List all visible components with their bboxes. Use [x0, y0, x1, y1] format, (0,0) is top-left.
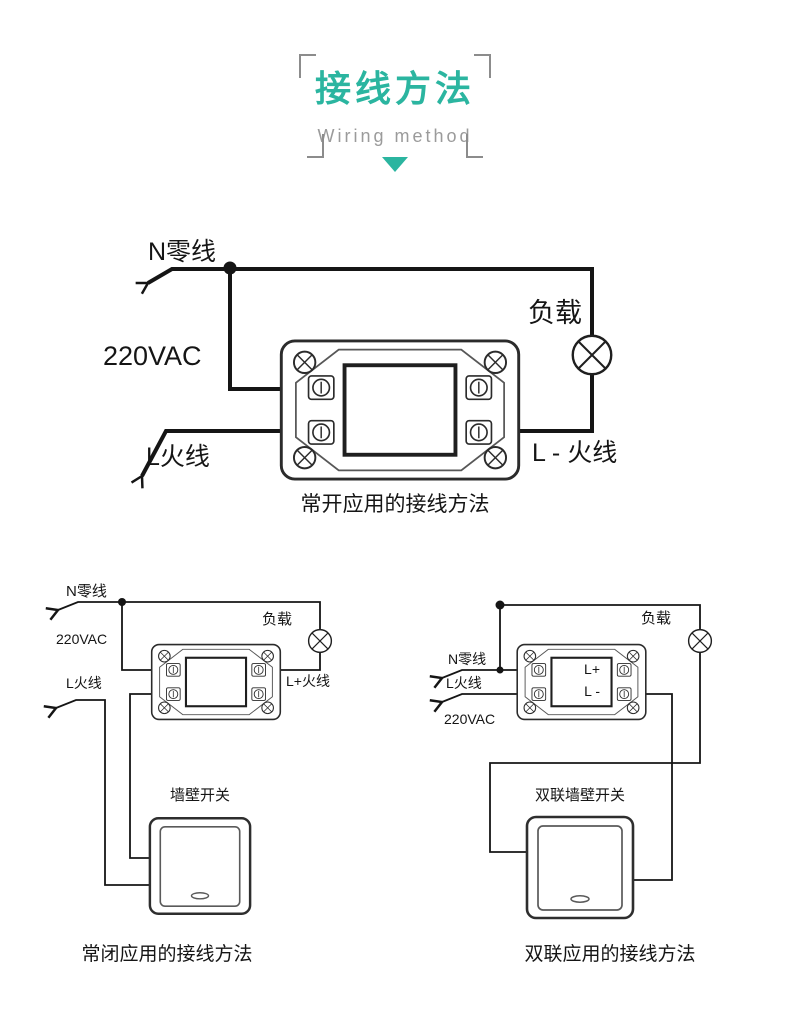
wires-normally-closed: [43, 601, 321, 886]
neutral-label: N零线: [66, 583, 107, 600]
lamp-icon: [687, 628, 713, 654]
decor-bracket-top-right: [474, 54, 491, 78]
diagram-normally-open: N零线 220VAC L火线 负载 L - 火线 常开应用的接线方法: [103, 238, 617, 516]
switch-label: 双联墙壁开关: [535, 787, 625, 804]
terminal-plus-label: L+: [584, 661, 600, 677]
junction-dot: [223, 261, 237, 275]
voltage-label: 220VAC: [56, 631, 107, 647]
junction-dot: [118, 598, 126, 606]
junction-dot-neutral: [496, 666, 504, 674]
terminal-minus-label: L -: [584, 683, 600, 699]
decor-bracket-bottom-right: [466, 134, 483, 158]
wire-relay-to-switch: [625, 693, 673, 881]
wire-live-to-switch: [43, 699, 160, 886]
page-title: 接线方法: [314, 68, 475, 109]
caption-normally-open: 常开应用的接线方法: [301, 493, 490, 516]
live-label: L火线: [446, 675, 482, 691]
diagram-dual-switch: 负载 N零线 L火线 220VAC L+ L - 双联墙壁开关 双联应用的接线方…: [429, 600, 713, 965]
load-label: 负载: [641, 610, 671, 627]
relay-module: [516, 643, 647, 721]
header-frame: 接线方法 Wiring method: [291, 54, 499, 174]
wire-neutral-top: [500, 604, 701, 630]
wall-switch: [148, 816, 252, 916]
load-label: 负载: [528, 298, 582, 328]
wire-neutral: [45, 601, 321, 630]
neutral-label: N零线: [148, 238, 216, 266]
live-out-label: L+火线: [286, 673, 330, 689]
relay-module: [150, 643, 282, 721]
diagram-normally-closed: N零线 220VAC L火线 负载 L+火线 墙壁开关 常闭应用的接线方法: [43, 583, 333, 965]
neutral-label: N零线: [448, 651, 486, 667]
page-subtitle: Wiring method: [317, 126, 473, 146]
dual-wall-switch: [525, 815, 635, 920]
caption-normally-closed: 常闭应用的接线方法: [81, 943, 252, 965]
switch-label: 墙壁开关: [170, 787, 230, 804]
decor-bracket-top-left: [298, 54, 316, 78]
lamp-icon: [571, 334, 613, 376]
load-label: 负载: [262, 611, 292, 628]
voltage-label: 220VAC: [103, 341, 202, 371]
wire-neutral: [135, 267, 594, 337]
wire-live: [130, 429, 330, 489]
lamp-icon: [307, 628, 333, 654]
relay-module: [279, 338, 521, 482]
voltage-label: 220VAC: [444, 711, 495, 727]
live-out-label: L - 火线: [532, 439, 617, 467]
wire-lamp-to-switch: [489, 653, 701, 853]
down-triangle-icon: [381, 157, 408, 172]
caption-dual-switch: 双联应用的接线方法: [524, 943, 695, 965]
junction-dot-top: [495, 600, 505, 610]
live-label: L火线: [146, 443, 210, 471]
live-label: L火线: [66, 675, 102, 691]
decor-bracket-bottom-left: [306, 134, 324, 158]
header: 接线方法 Wiring method: [0, 54, 790, 174]
